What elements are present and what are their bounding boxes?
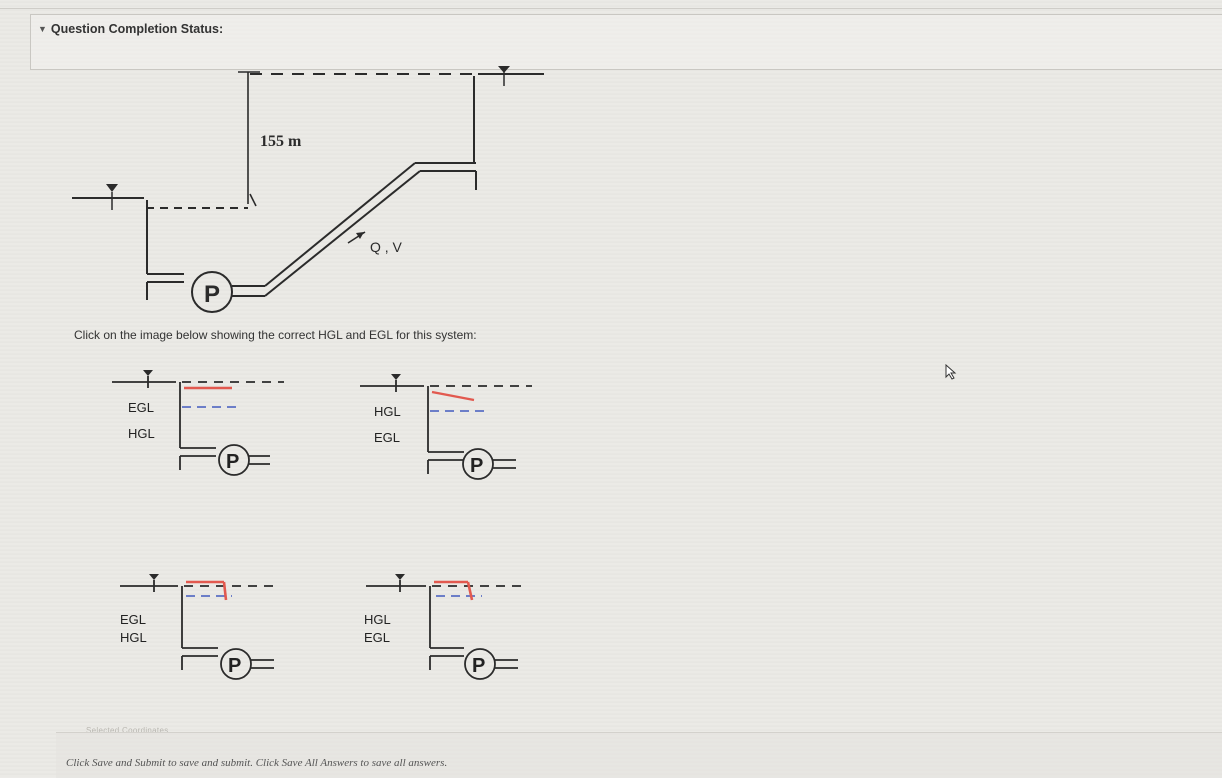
answer-option-1[interactable]: EGL HGL P xyxy=(108,366,288,486)
option-1-line1-label: EGL xyxy=(128,400,154,415)
option-2-pump-label: P xyxy=(470,455,483,477)
chevron-down-icon: ▼ xyxy=(38,24,47,34)
answer-option-3[interactable]: EGL HGL P xyxy=(106,570,286,690)
question-instruction: Click on the image below showing the cor… xyxy=(74,328,477,342)
option-1-line2-label: HGL xyxy=(128,426,155,441)
option-4-pump-label: P xyxy=(472,655,485,677)
pump-label: P xyxy=(204,281,220,308)
answer-option-2[interactable]: HGL EGL P xyxy=(356,370,536,490)
top-divider xyxy=(0,8,1222,9)
option-3-line1-label: EGL xyxy=(120,612,146,627)
option-3-line2-label: HGL xyxy=(120,630,147,645)
option-4-line2-label: EGL xyxy=(364,630,390,645)
completion-status-label: Question Completion Status: xyxy=(50,22,224,36)
option-2-line2-label: EGL xyxy=(374,430,400,445)
footer-instructions: Click Save and Submit to save and submit… xyxy=(66,757,448,769)
selected-coordinates-label: Selected Coordinates xyxy=(86,726,169,735)
answer-option-4[interactable]: HGL EGL P xyxy=(352,570,532,690)
option-1-pump-label: P xyxy=(226,451,239,473)
flow-label: Q , V xyxy=(370,239,403,255)
option-3-pump-label: P xyxy=(228,655,241,677)
footer-bar xyxy=(56,732,1222,778)
system-diagram: 155 m Q , V P xyxy=(72,66,544,313)
elevation-label: 155 m xyxy=(260,133,302,150)
completion-status-panel xyxy=(30,14,1222,70)
completion-status-toggle[interactable]: ▼ Question Completion Status: xyxy=(38,22,223,36)
mouse-pointer-icon xyxy=(945,364,957,380)
option-2-line1-label: HGL xyxy=(374,404,401,419)
option-4-line1-label: HGL xyxy=(364,612,391,627)
